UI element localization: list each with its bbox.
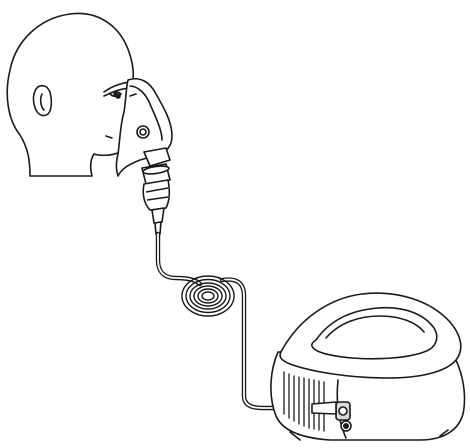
nebulizer-cup-icon xyxy=(141,147,171,235)
compressor-icon xyxy=(270,292,466,441)
coiled-tubing-icon xyxy=(155,231,315,411)
